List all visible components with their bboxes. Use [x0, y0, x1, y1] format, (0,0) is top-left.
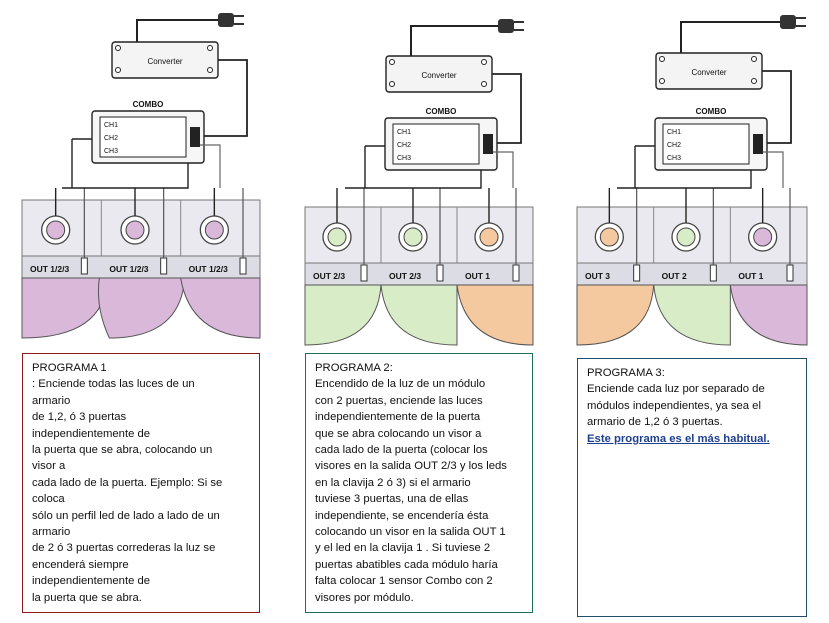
converter-label: Converter [691, 68, 726, 77]
led-connector [512, 264, 520, 282]
combo-label-panel [662, 123, 750, 165]
channel-label: CH2 [667, 142, 681, 149]
output-label: OUT 2/3 [389, 271, 421, 281]
door [576, 284, 655, 346]
sensor-lens [403, 227, 423, 247]
program-1-text: : Enciende todas las luces de un armario… [32, 378, 223, 604]
plug-icon [780, 15, 796, 29]
channel-label: CH3 [667, 155, 681, 162]
sensor-lens [125, 220, 145, 240]
bus-wire [617, 170, 752, 189]
combo-connector [753, 134, 763, 154]
door [456, 284, 534, 346]
led-connector [160, 257, 168, 275]
combo-title: COMBO [133, 100, 164, 109]
led-connector [239, 257, 247, 275]
output-label: OUT 1/2/3 [30, 264, 69, 274]
door [21, 277, 108, 339]
program-1-box: PROGRAMA 1 : Enciende todas las luces de… [22, 353, 260, 613]
program-3-highlight: Este programa es el más habitual. [587, 432, 770, 445]
plug-icon [498, 19, 514, 33]
screw-icon [115, 67, 121, 73]
door [304, 284, 382, 346]
door [380, 284, 458, 346]
door [97, 277, 186, 339]
channel-label: CH2 [104, 135, 118, 142]
converter-to-combo-wire [762, 70, 792, 144]
program-2-box: PROGRAMA 2: Encendido de la luz de un mó… [305, 353, 533, 613]
led-connector [436, 264, 444, 282]
combo-title: COMBO [426, 107, 457, 116]
screw-icon [115, 45, 121, 51]
bus-wire [763, 151, 784, 188]
power-cord [410, 25, 498, 58]
screw-icon [389, 59, 395, 65]
channel-label: CH1 [104, 122, 118, 129]
power-cord [136, 19, 218, 44]
channel-label: CH2 [397, 142, 411, 149]
program-3-title: PROGRAMA 3: [587, 367, 665, 379]
sensor-lens [327, 227, 347, 247]
screw-icon [751, 56, 757, 62]
output-label: OUT 1 [465, 271, 490, 281]
program-1-title: PROGRAMA 1 [32, 362, 107, 374]
output-label: OUT 2/3 [313, 271, 345, 281]
screw-icon [659, 78, 665, 84]
channel-label: CH1 [397, 129, 411, 136]
led-connector [786, 264, 794, 282]
screw-icon [207, 67, 213, 73]
combo-connector [483, 134, 493, 154]
door [653, 284, 731, 346]
program-2-text: Encendido de la luz de un módulo con 2 p… [315, 378, 507, 604]
channel-label: CH1 [667, 129, 681, 136]
bus-wire [345, 170, 482, 189]
output-label: OUT 2 [662, 271, 687, 281]
output-label: OUT 1/2/3 [109, 264, 148, 274]
screw-icon [481, 81, 487, 87]
led-connector [633, 264, 641, 282]
program-2-title: PROGRAMA 2: [315, 362, 393, 374]
converter-to-combo-wire [492, 73, 522, 144]
combo-title: COMBO [696, 107, 727, 116]
led-connector [80, 257, 88, 275]
screw-icon [389, 81, 395, 87]
output-label: OUT 3 [585, 271, 610, 281]
led-connector [360, 264, 368, 282]
combo-label-panel [99, 116, 187, 158]
program-3-text: Enciende cada luz por separado de módulo… [587, 383, 765, 429]
led-connector [709, 264, 717, 282]
output-label: OUT 1/2/3 [189, 264, 228, 274]
converter-to-combo-wire [200, 59, 248, 137]
door [180, 277, 261, 339]
bus-wire [62, 163, 189, 189]
bus-wire [493, 151, 514, 188]
sensor-lens [204, 220, 224, 240]
screw-icon [481, 59, 487, 65]
screw-icon [659, 56, 665, 62]
combo-connector [190, 127, 200, 147]
screw-icon [751, 78, 757, 84]
sensor-lens [46, 220, 66, 240]
sensor-lens [676, 227, 696, 247]
plug-icon [218, 13, 234, 27]
sensor-lens [753, 227, 773, 247]
channel-label: CH3 [397, 155, 411, 162]
channel-label: CH3 [104, 148, 118, 155]
sensor-lens [599, 227, 619, 247]
program-3-box: PROGRAMA 3: Enciende cada luz por separa… [577, 358, 807, 617]
converter-label: Converter [147, 57, 182, 66]
screw-icon [207, 45, 213, 51]
power-cord [680, 21, 780, 55]
output-label: OUT 1 [738, 271, 763, 281]
combo-label-panel [392, 123, 480, 165]
bus-wire [200, 144, 221, 188]
output-label-strip [576, 262, 808, 286]
converter-label: Converter [421, 71, 456, 80]
door [729, 284, 808, 346]
sensor-lens [479, 227, 499, 247]
